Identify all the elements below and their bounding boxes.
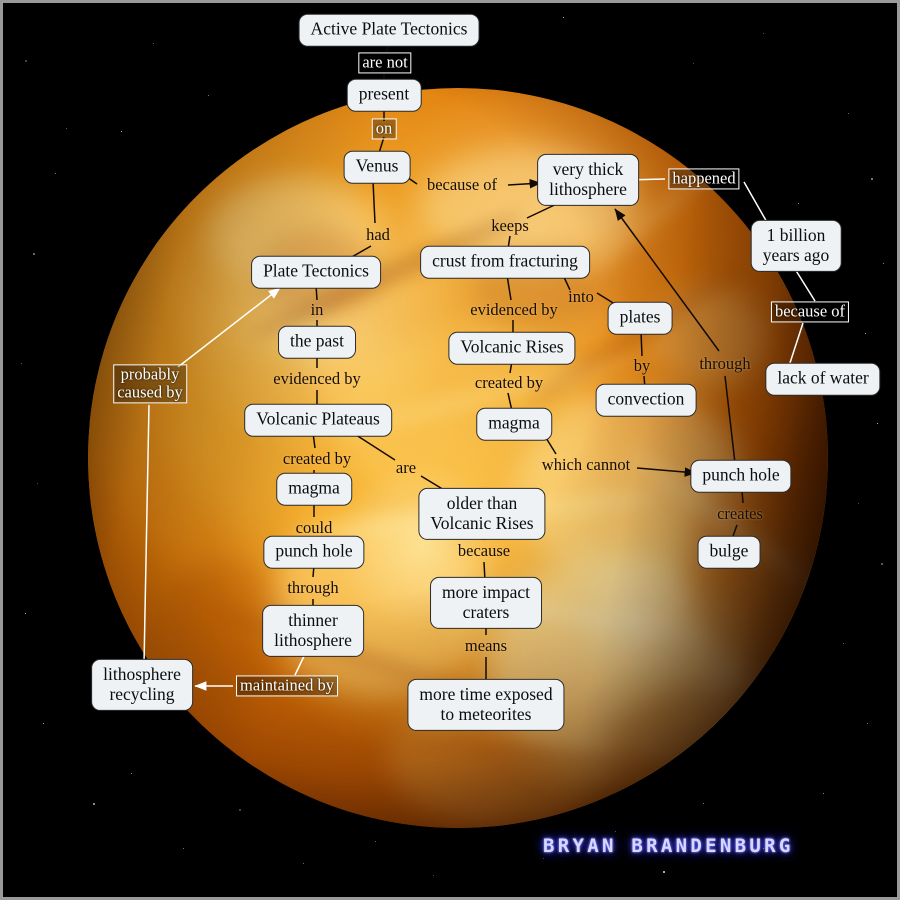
star xyxy=(433,875,435,877)
star xyxy=(858,503,860,505)
link-label-on: on xyxy=(371,118,397,140)
star xyxy=(208,95,210,97)
link-label-through-right: through xyxy=(699,353,751,373)
link-label-through-left: through xyxy=(287,577,339,597)
concept-node-more-time-exposed[interactable]: more time exposed to meteorites xyxy=(407,678,565,732)
link-label-had: had xyxy=(366,224,390,244)
star xyxy=(843,643,845,645)
link-label-into: into xyxy=(568,286,594,306)
star xyxy=(55,173,57,175)
concept-node-lithosphere-recycling[interactable]: lithosphere recycling xyxy=(91,658,193,712)
star xyxy=(543,858,545,860)
concept-node-one-billion-years-ago[interactable]: 1 billion years ago xyxy=(750,219,842,273)
star xyxy=(375,841,377,843)
concept-node-plate-tectonics[interactable]: Plate Tectonics xyxy=(251,255,381,289)
concept-node-present[interactable]: present xyxy=(346,78,422,112)
concept-node-lack-of-water[interactable]: lack of water xyxy=(765,362,881,396)
star xyxy=(883,263,885,265)
concept-node-thinner-lithosphere[interactable]: thinner lithosphere xyxy=(262,604,364,658)
link-label-keeps: keeps xyxy=(491,215,529,235)
link-label-are: are xyxy=(395,457,417,477)
link-label-because: because xyxy=(457,540,511,560)
star xyxy=(66,128,68,130)
link-label-means: means xyxy=(464,635,508,655)
concept-node-venus[interactable]: Venus xyxy=(343,150,411,184)
link-label-because-of-1: because of xyxy=(426,174,498,194)
star xyxy=(615,831,617,833)
star xyxy=(693,63,695,65)
star xyxy=(823,793,825,795)
star xyxy=(798,203,800,205)
link-label-created-by-1: created by xyxy=(474,372,544,392)
concept-node-magma-center[interactable]: magma xyxy=(476,407,552,441)
link-label-evidenced-by-1: evidenced by xyxy=(470,299,558,319)
star xyxy=(153,43,155,45)
concept-node-more-impact-craters[interactable]: more impact craters xyxy=(430,576,542,630)
star xyxy=(563,17,565,19)
concept-node-older-than-volcanic-rises[interactable]: older than Volcanic Rises xyxy=(418,487,546,541)
star xyxy=(303,863,305,865)
concept-node-magma-left[interactable]: magma xyxy=(276,472,352,506)
link-label-by: by xyxy=(633,355,651,375)
concept-node-volcanic-plateaus[interactable]: Volcanic Plateaus xyxy=(244,403,392,437)
star xyxy=(703,803,705,805)
star xyxy=(239,809,241,811)
link-label-evidenced-by-2: evidenced by xyxy=(273,368,361,388)
star xyxy=(881,563,883,565)
link-label-which-cannot: which cannot xyxy=(541,454,631,474)
star xyxy=(865,333,867,335)
star xyxy=(131,773,133,775)
link-label-maintained-by: maintained by xyxy=(236,675,338,697)
concept-node-punch-hole-right[interactable]: punch hole xyxy=(690,459,792,493)
link-label-creates: creates xyxy=(717,503,763,523)
star xyxy=(867,723,869,725)
star xyxy=(25,613,27,615)
star xyxy=(763,33,765,35)
concept-node-very-thick-lithosphere[interactable]: very thick lithosphere xyxy=(537,153,639,207)
star xyxy=(25,60,27,62)
link-label-created-by-2: created by xyxy=(282,448,352,468)
star xyxy=(33,253,35,255)
star xyxy=(848,113,850,115)
star xyxy=(43,723,45,725)
star xyxy=(663,871,665,873)
star xyxy=(121,131,123,133)
author-signature: BRYAN BRANDENBURG xyxy=(543,835,794,857)
concept-node-convection[interactable]: convection xyxy=(595,383,697,417)
star xyxy=(93,803,95,805)
concept-node-the-past[interactable]: the past xyxy=(278,325,356,359)
star xyxy=(37,483,39,485)
concept-node-punch-hole-left[interactable]: punch hole xyxy=(263,535,365,569)
link-label-probably-caused-by: probably caused by xyxy=(113,364,187,404)
concept-node-bulge[interactable]: bulge xyxy=(697,535,761,569)
link-label-are-not: are not xyxy=(358,52,412,74)
concept-node-active-plate-tectonics[interactable]: Active Plate Tectonics xyxy=(298,13,480,47)
star xyxy=(763,848,765,850)
star xyxy=(871,178,873,180)
star xyxy=(877,423,879,425)
link-label-because-of-2: because of xyxy=(770,301,850,323)
concept-node-crust-from-fracturing[interactable]: crust from fracturing xyxy=(420,245,590,279)
concept-node-volcanic-rises[interactable]: Volcanic Rises xyxy=(448,331,576,365)
concept-node-plates[interactable]: plates xyxy=(607,301,673,335)
link-label-could: could xyxy=(295,517,333,537)
link-label-in: in xyxy=(310,299,324,319)
star xyxy=(21,363,23,365)
link-label-happened: happened xyxy=(668,168,740,190)
star xyxy=(183,848,185,850)
